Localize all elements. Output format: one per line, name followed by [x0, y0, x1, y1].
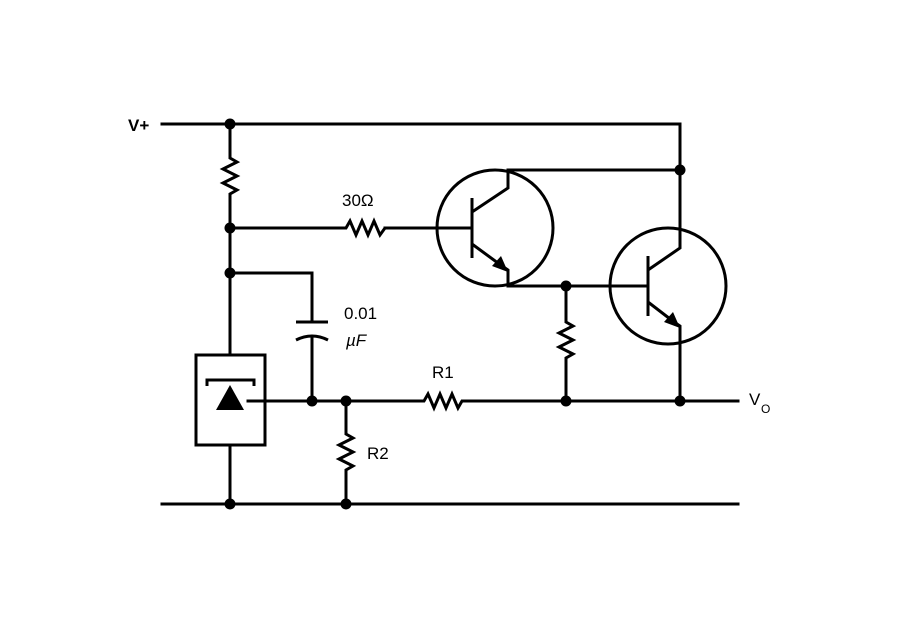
junction-dot [560, 280, 572, 292]
q1-collector [471, 170, 510, 214]
junction-dot [560, 395, 572, 407]
junction-dot [340, 395, 352, 407]
emitter-resistor [555, 316, 577, 360]
r1-label: R1 [432, 363, 454, 382]
shunt-reference-ic [194, 353, 267, 447]
top-resistor [219, 150, 241, 200]
junction-dot [674, 164, 686, 176]
vout-label: V [749, 390, 761, 409]
reference-diode-triangle [216, 385, 244, 410]
transistor-q2 [608, 226, 728, 346]
vout-subscript: O [761, 402, 770, 416]
q2-emitter-arrow [664, 312, 680, 328]
junction-dots [224, 118, 686, 510]
reference-diode-bar [205, 378, 256, 386]
junction-dot [224, 267, 236, 279]
resistor-r1 [418, 390, 466, 412]
junction-dot [224, 222, 236, 234]
capacitor-value-label: 0.01 [344, 304, 377, 323]
r2-label: R2 [367, 444, 389, 463]
resistor-30-ohm-label: 30Ω [342, 191, 374, 210]
transistor-q1 [435, 168, 555, 288]
capacitor [295, 320, 329, 342]
q2-collector [647, 230, 682, 272]
wires [160, 122, 740, 506]
q1-emitter-arrow [492, 256, 508, 272]
junction-dot [674, 395, 686, 407]
resistor-30-ohm [340, 217, 387, 239]
vplus-label: V+ [128, 116, 149, 135]
junction-dot [340, 498, 352, 510]
junction-dot [224, 498, 236, 510]
junction-dot [224, 118, 236, 130]
capacitor-unit-label: µF [345, 331, 368, 350]
resistor-r2 [335, 428, 357, 478]
junction-dot [306, 395, 318, 407]
